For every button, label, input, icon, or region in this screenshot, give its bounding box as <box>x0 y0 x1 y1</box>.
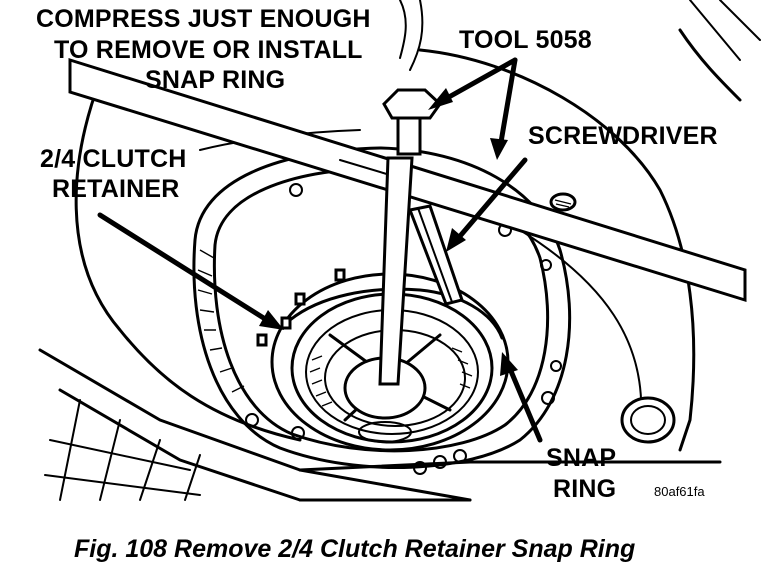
callout-retainer: 2/4 CLUTCH RETAINER <box>40 145 186 203</box>
callout-retainer-line2: RETAINER <box>52 175 180 203</box>
callout-compress-line1: COMPRESS JUST ENOUGH <box>36 5 371 33</box>
callout-compress: COMPRESS JUST ENOUGH TO REMOVE OR INSTAL… <box>36 5 371 94</box>
clutch-bore <box>197 249 510 452</box>
screwdriver <box>407 204 464 306</box>
callout-screwdriver: SCREWDRIVER <box>528 122 718 150</box>
case-bolt-boss <box>549 192 676 444</box>
image-code: 80af61fa <box>654 484 705 499</box>
case-floor-grid <box>38 348 722 502</box>
callout-snap-ring: SNAP RING <box>546 444 616 503</box>
callout-snap-ring-line1: SNAP <box>546 444 616 472</box>
callout-snap-ring-line2: RING <box>553 475 616 503</box>
callout-compress-line3: SNAP RING <box>145 66 285 94</box>
tool-5058 <box>68 0 747 386</box>
leader-lines <box>97 57 543 443</box>
callout-compress-line2: TO REMOVE OR INSTALL <box>54 36 363 64</box>
callout-retainer-line1: 2/4 CLUTCH <box>40 145 186 173</box>
callout-tool: TOOL 5058 <box>459 26 592 54</box>
figure-caption: Fig. 108 Remove 2/4 Clutch Retainer Snap… <box>74 535 635 563</box>
